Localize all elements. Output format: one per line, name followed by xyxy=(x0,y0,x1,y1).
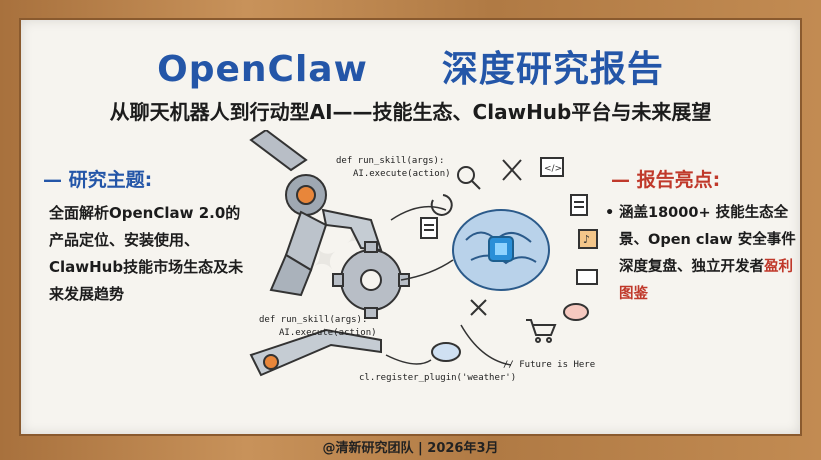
wrench-icon xyxy=(470,299,487,316)
brain-icon xyxy=(452,209,550,291)
footer-credit: @清新研究团队 | 2026年3月 xyxy=(322,441,499,456)
svg-text:</>: </> xyxy=(544,164,562,174)
plugin-code: cl.register_plugin('weather') xyxy=(359,373,516,383)
highlights-body: • 涵盖18000+ 技能生态全景、Open claw 安全事件深度复盘、独立开… xyxy=(605,200,797,308)
code-snippet-2: def run_skill(args): xyxy=(259,315,367,325)
research-topic-body: 全面解析OpenClaw 2.0的产品定位、安装使用、ClawHub技能市场生态… xyxy=(49,204,244,303)
svg-text:♪: ♪ xyxy=(583,233,590,246)
cloud-icon xyxy=(431,342,461,362)
page-title: OpenClaw 深度研究报告 xyxy=(21,40,800,92)
chat-bubble-icon xyxy=(563,303,589,321)
code-snippet-2b: AI.execute(action) xyxy=(279,328,377,338)
music-icon: ♪ xyxy=(578,229,598,249)
code-icon: </> xyxy=(540,157,564,177)
document-icon-left xyxy=(420,217,438,239)
robot-arm-icon xyxy=(249,130,383,297)
highlights-heading: — 报告亮点: xyxy=(611,169,721,191)
title-report: 深度研究报告 xyxy=(441,49,664,90)
research-topic-heading: — 研究主题: xyxy=(43,169,153,191)
cart-icon xyxy=(526,319,557,343)
flow-arrows xyxy=(385,205,512,366)
refresh-icon xyxy=(430,194,453,216)
document-icon xyxy=(570,194,588,216)
code-snippet-1: def run_skill(args): xyxy=(336,156,444,166)
future-comment: // Future is Here xyxy=(503,360,595,370)
page-subtitle: 从聊天机器人到行动型AI——技能生态、ClawHub平台与未来展望 xyxy=(109,100,712,124)
code-snippet-1b: AI.execute(action) xyxy=(353,169,451,179)
search-icon xyxy=(457,166,481,190)
tools-icon xyxy=(502,159,522,181)
highlights-emphasis: 盈利图鉴 xyxy=(619,259,793,302)
title-brand: OpenClaw xyxy=(157,49,368,90)
chat-icon xyxy=(576,269,598,285)
bullet: • xyxy=(605,205,615,221)
gear-icon xyxy=(332,241,410,319)
illustration: </> ♪ def run_skill(args): AI.execute(ac… xyxy=(249,130,598,383)
highlights-text: 涵盖18000+ 技能生态全景、Open claw 安全事件深度复盘、独立开发者 xyxy=(619,205,796,275)
robot-hand-icon xyxy=(249,328,382,377)
